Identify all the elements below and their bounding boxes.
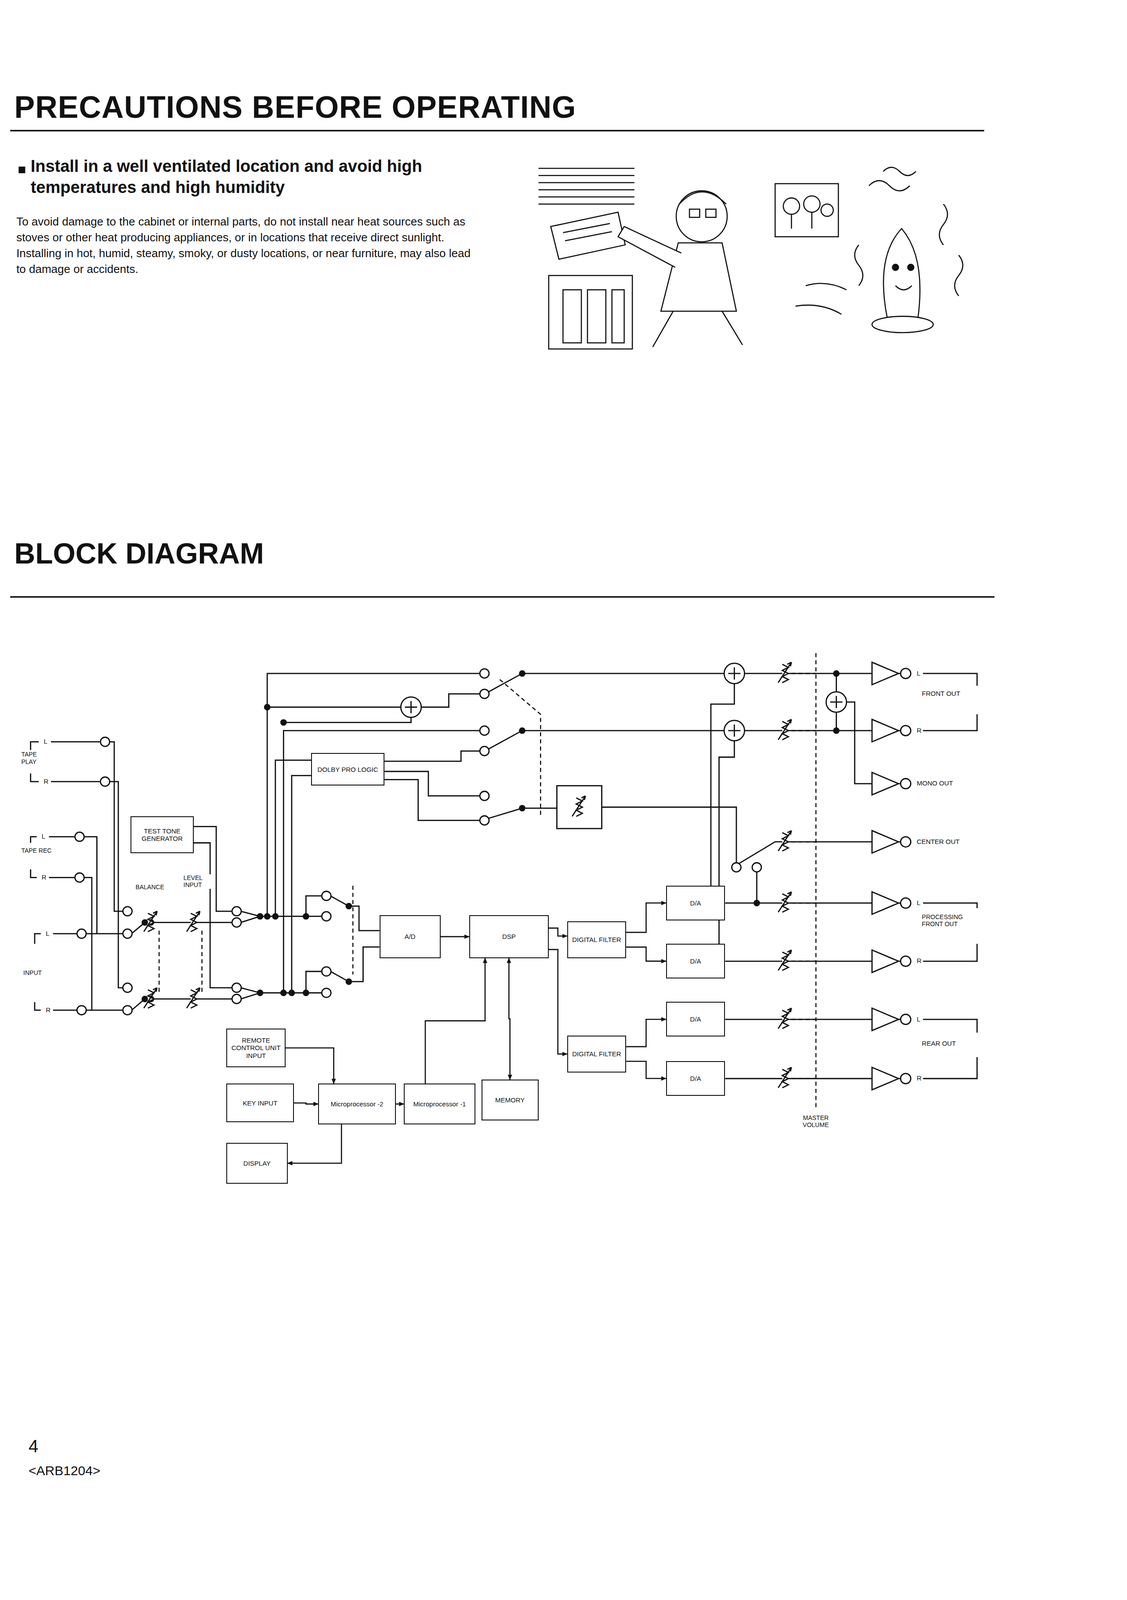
signal-label: L [915, 1014, 921, 1023]
signal-label: L [44, 929, 51, 937]
block-box: KEY INPUT [226, 1083, 294, 1122]
signal-label: R [42, 777, 50, 785]
block-box: DIGITAL FILTER [567, 920, 627, 958]
signal-arrow [508, 957, 510, 1080]
signal-label: R [40, 873, 48, 881]
circuit-symbols [75, 662, 911, 1090]
signal-arrow [548, 927, 568, 936]
block-label: D/A [690, 898, 702, 907]
signal-label: REAR OUT [920, 1039, 957, 1047]
signal-label: INPUT [22, 968, 43, 976]
block-box: DIGITAL FILTER [567, 1035, 627, 1073]
signal-label: R [915, 956, 923, 964]
page-footer: <ARB1204> [28, 1462, 101, 1478]
block-label: DISPLAY [243, 1159, 271, 1167]
block-label: DSP [502, 932, 516, 940]
block-box: MEMORY [481, 1079, 539, 1120]
signal-label: L [915, 898, 921, 906]
signal-label: R [915, 1073, 923, 1082]
signal-label: R [915, 726, 923, 734]
signal-label: MONO OUT [915, 779, 954, 787]
block-label: D/A [690, 956, 702, 965]
block-box: Microprocessor -1 [403, 1083, 475, 1124]
signal-arrow [626, 1061, 667, 1079]
text-block: BLOCK DIAGRAM [14, 537, 264, 570]
block-box: REMOTE CONTROL UNIT INPUT [226, 1028, 286, 1067]
block-box: D/A [666, 943, 726, 979]
block-label: KEY INPUT [242, 1098, 278, 1107]
block-label: DIGITAL FILTER [572, 1049, 621, 1058]
text-block: Install in a well ventilated location an… [30, 155, 480, 198]
text-block: To avoid damage to the cabinet or intern… [16, 213, 478, 278]
block-box: A/D [379, 914, 441, 958]
block-label: MEMORY [495, 1095, 525, 1104]
block-label: REMOTE CONTROL UNIT INPUT [230, 1036, 282, 1059]
warning-illustration [538, 167, 964, 349]
signal-label: L [915, 669, 921, 677]
block-label: A/D [404, 932, 416, 940]
signal-arrow [425, 957, 486, 1084]
signal-label: L [40, 832, 47, 840]
block-label: D/A [690, 1074, 702, 1082]
block-box: DISPLAY [226, 1142, 288, 1184]
signal-arrow [285, 1047, 334, 1084]
block-label: Microprocessor -1 [413, 1099, 466, 1108]
block-box: TEST TONE GENERATOR [130, 815, 194, 853]
signal-label: L [42, 737, 48, 745]
page-heading: PRECAUTIONS BEFORE OPERATING [14, 89, 577, 126]
block-box: D/A [666, 1001, 726, 1037]
signal-wires [30, 673, 978, 1079]
signal-label: FRONT OUT [920, 689, 961, 697]
signal-label: TAPE PLAY [20, 750, 53, 765]
block-label: DOLBY PRO LOGIC [317, 765, 378, 773]
block-label: TEST TONE GENERATOR [134, 826, 190, 843]
ganged-control-links [159, 652, 816, 1107]
page-footer: 4 [28, 1435, 39, 1456]
signal-arrow [287, 1123, 342, 1163]
block-box: D/A [666, 885, 726, 921]
signal-label: R [44, 1005, 52, 1014]
signal-arrow [395, 1102, 405, 1105]
signal-arrow [626, 902, 667, 932]
signal-arrow [626, 946, 667, 961]
signal-label: TAPE REC [20, 846, 53, 854]
signal-arrow [293, 1102, 319, 1104]
block-box: DSP [469, 914, 549, 958]
signal-arrow [440, 935, 470, 938]
heading-rules [10, 130, 995, 597]
signal-label: MASTER VOLUME [797, 1113, 834, 1128]
block-box: DOLBY PRO LOGIC [311, 752, 385, 786]
block-box: D/A [666, 1060, 726, 1096]
signal-label: LEVEL INPUT [182, 873, 211, 888]
block-label: Microprocessor -2 [330, 1099, 384, 1108]
block-label: DIGITAL FILTER [572, 935, 621, 943]
signal-arrow [626, 1018, 667, 1047]
signal-label: PROCESSING FRONT OUT [920, 913, 972, 928]
signal-label: CENTER OUT [915, 837, 961, 845]
block-label: D/A [690, 1014, 702, 1023]
block-box: Microprocessor -2 [318, 1083, 396, 1124]
signal-arrow [548, 949, 568, 1054]
signal-label: BALANCE [134, 883, 165, 891]
